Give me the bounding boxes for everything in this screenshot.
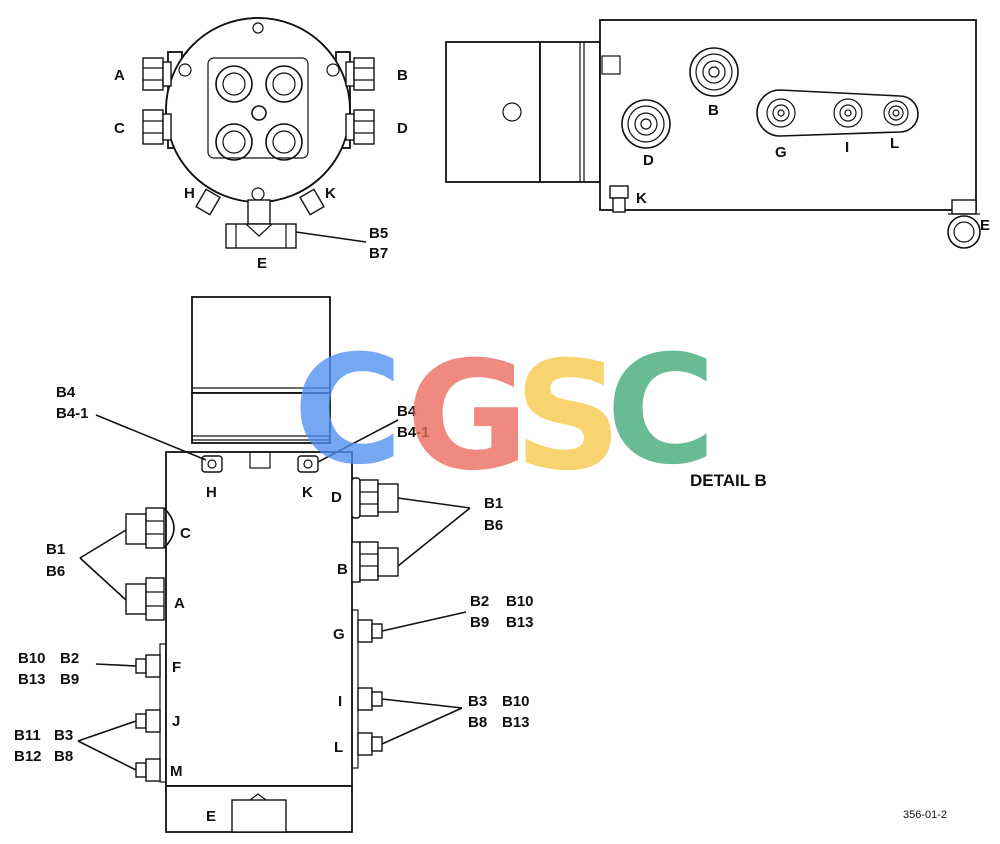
side-label-i: I xyxy=(845,139,849,156)
watermark-letter-1: C xyxy=(293,324,403,498)
leader-b5-b7 xyxy=(295,231,367,243)
label-port-e: E xyxy=(257,255,267,272)
label-port-c: C xyxy=(114,120,125,137)
callout-f-b2: B2 xyxy=(60,650,79,667)
front-label-g: G xyxy=(333,626,345,643)
label-port-d: D xyxy=(397,120,408,137)
label-port-h: H xyxy=(184,185,195,202)
top-view-bores xyxy=(215,65,303,161)
label-port-k: K xyxy=(325,185,336,202)
front-fittings-g-i-l xyxy=(351,609,383,769)
side-label-e: E xyxy=(980,217,990,234)
watermark-letter-3: S xyxy=(514,330,622,504)
side-view-port-d xyxy=(621,99,671,149)
callout-b7: B7 xyxy=(369,245,388,262)
front-view: B4 B4-1 B4 B4-1 H K D C B A G F I J L M … xyxy=(14,296,534,833)
callout-jm-b8: B8 xyxy=(54,748,73,765)
tee-fitting-e xyxy=(225,199,297,249)
front-top-fittings xyxy=(201,455,319,473)
side-label-g: G xyxy=(775,144,787,161)
side-view-k-fitting xyxy=(609,185,629,213)
detail-title: DETAIL B xyxy=(690,471,767,490)
callout-b5: B5 xyxy=(369,225,388,242)
front-label-c: C xyxy=(180,525,191,542)
front-label-m: M xyxy=(170,763,183,780)
callout-f-b13: B13 xyxy=(18,671,46,688)
top-view-fittings-right xyxy=(345,57,375,145)
side-label-k: K xyxy=(636,190,647,207)
callout-g-b9: B9 xyxy=(470,614,489,631)
callout-b4-1-left: B4-1 xyxy=(56,405,89,422)
callout-b4-left: B4 xyxy=(56,384,76,401)
side-view-gil-plate xyxy=(756,89,919,137)
side-label-b: B xyxy=(708,102,719,119)
callout-b6-left: B6 xyxy=(46,563,65,580)
callout-b1-left: B1 xyxy=(46,541,65,558)
watermark-letter-2: G xyxy=(406,330,529,504)
figure-number: 356-01-2 xyxy=(903,809,947,821)
side-view-e-fitting xyxy=(947,199,981,249)
front-label-d: D xyxy=(331,489,342,506)
top-view-fittings-left xyxy=(142,57,172,145)
callout-f-b9: B9 xyxy=(60,671,79,688)
callout-il-b8: B8 xyxy=(468,714,487,731)
front-label-h: H xyxy=(206,484,217,501)
callout-jm-b11: B11 xyxy=(14,727,41,744)
top-view: A C B D H K E B5 B7 xyxy=(114,17,408,272)
front-label-e: E xyxy=(206,808,216,825)
watermark-letter-4: C xyxy=(606,324,716,498)
front-fittings-f-j-m xyxy=(135,643,167,783)
callout-b1-right: B1 xyxy=(484,495,503,512)
side-view-port-b xyxy=(689,47,739,97)
callout-il-b10: B10 xyxy=(502,693,530,710)
front-label-l: L xyxy=(334,739,343,756)
label-port-b: B xyxy=(397,67,408,84)
callout-f-b10: B10 xyxy=(18,650,46,667)
side-label-l: L xyxy=(890,135,899,152)
callout-g-b10: B10 xyxy=(506,593,534,610)
callout-b6-right: B6 xyxy=(484,517,503,534)
front-label-i: I xyxy=(338,693,342,710)
callout-g-b13: B13 xyxy=(506,614,534,631)
front-leader-lines xyxy=(77,414,471,771)
label-port-a: A xyxy=(114,67,125,84)
front-label-f: F xyxy=(172,659,181,676)
callout-b4-1-right: B4-1 xyxy=(397,424,430,441)
callout-jm-b3: B3 xyxy=(54,727,73,744)
top-view-small-fittings xyxy=(195,188,325,216)
front-label-j: J xyxy=(172,713,180,730)
front-label-a: A xyxy=(174,595,185,612)
front-label-k: K xyxy=(302,484,313,501)
side-view: B D G I L K E xyxy=(445,19,990,249)
callout-il-b3: B3 xyxy=(468,693,487,710)
side-label-d: D xyxy=(643,152,654,169)
front-fittings-c-a xyxy=(125,507,175,621)
callout-g-b2: B2 xyxy=(470,593,489,610)
callout-jm-b12: B12 xyxy=(14,748,42,765)
callout-b4-right: B4 xyxy=(397,403,417,420)
front-label-b: B xyxy=(337,561,348,578)
callout-il-b13: B13 xyxy=(502,714,530,731)
watermark: C G S C xyxy=(293,324,716,504)
